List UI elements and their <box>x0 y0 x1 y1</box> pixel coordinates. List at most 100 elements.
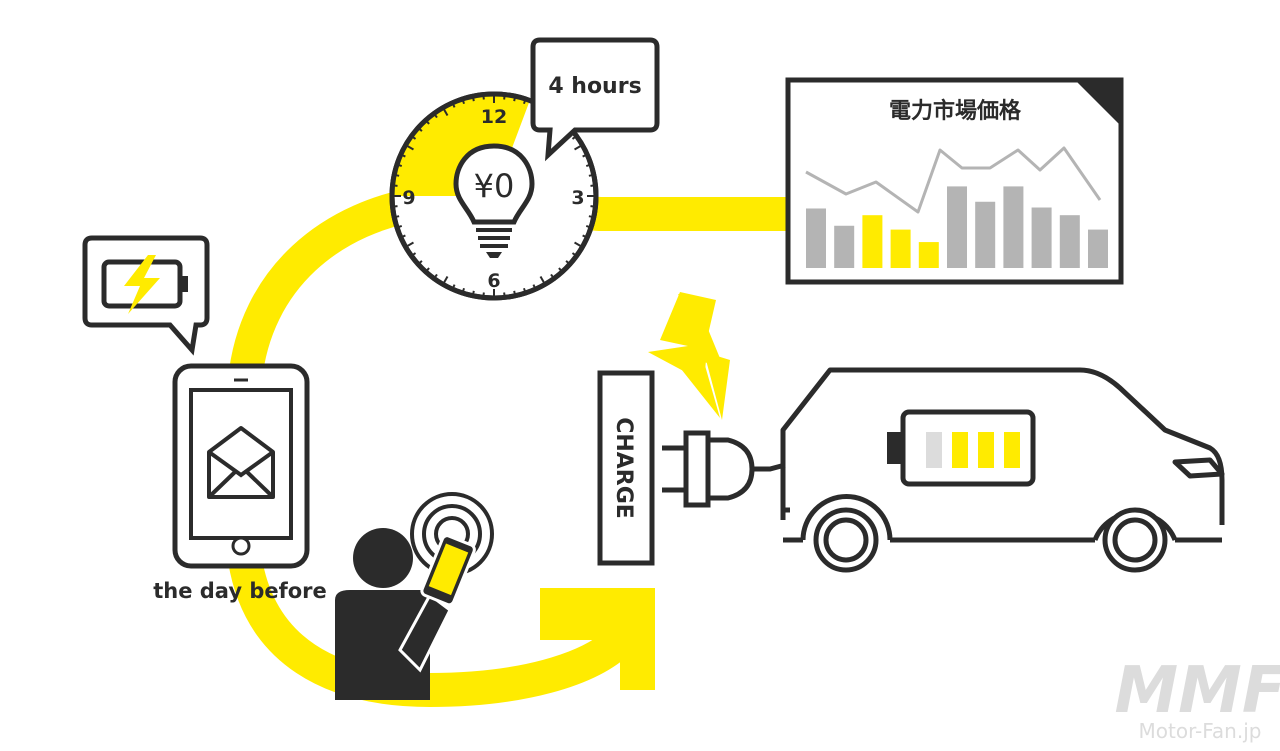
clock-tick <box>433 273 438 280</box>
price-bars <box>806 186 1108 268</box>
clock-tick <box>392 205 398 208</box>
clock-tick <box>394 215 400 219</box>
clock-tick <box>523 98 527 105</box>
clock-tick <box>400 153 406 158</box>
clock-tick <box>582 153 588 158</box>
clock-tick <box>433 112 438 119</box>
clock-tick <box>590 184 596 187</box>
clock-label-3: 3 <box>571 187 584 209</box>
clock-tick <box>582 234 588 239</box>
car-body-outline <box>780 367 1225 525</box>
clock-tick <box>571 135 578 140</box>
clock-tick <box>392 184 398 187</box>
electric-car <box>780 367 1225 573</box>
watermark-site: Motor-Fan.jp <box>1139 719 1262 743</box>
watermark-logo: MMF <box>1114 654 1280 728</box>
hours-bubble: 4 hours <box>530 37 660 162</box>
clock-tick <box>471 96 475 102</box>
battery-bubble <box>82 235 210 356</box>
battery-cell <box>978 432 994 468</box>
price-chart: 電力市場価格 <box>785 77 1124 285</box>
price-bar <box>1059 215 1080 268</box>
clock-tick <box>405 241 414 248</box>
envelope-icon <box>207 426 275 499</box>
clock-tick <box>425 267 430 273</box>
clock-tick <box>532 284 537 290</box>
clock-tick <box>585 163 592 167</box>
price-bar <box>862 215 883 268</box>
clock-tick <box>394 173 400 177</box>
clock-tick <box>400 234 406 239</box>
phone-caption: the day before <box>153 579 327 603</box>
clock-tick <box>588 173 594 177</box>
clock-tick <box>396 163 403 167</box>
price-bar <box>918 242 939 268</box>
hours-bubble-text: 4 hours <box>548 74 641 99</box>
clock-tick <box>396 225 403 229</box>
price-bar <box>1003 186 1024 268</box>
clock-tick <box>574 144 583 151</box>
person-body <box>335 590 430 700</box>
battery-cell <box>926 432 942 468</box>
clock-tick <box>571 252 578 257</box>
price-bar <box>947 186 967 268</box>
charger: CHARGE <box>597 370 655 566</box>
smartphone-icon <box>420 534 476 607</box>
clock-tick <box>558 267 563 273</box>
chart-corner-fold <box>1075 80 1121 126</box>
price-bar <box>1031 207 1052 268</box>
clock-tick <box>442 276 449 285</box>
watermark: MMF Motor-Fan.jp <box>1114 654 1280 743</box>
price-bar <box>890 229 911 268</box>
clock-tick <box>442 107 449 116</box>
clock-tick <box>588 215 594 219</box>
person-head <box>353 528 413 588</box>
clock-tick <box>425 119 430 125</box>
clock-tick <box>417 260 423 265</box>
clock-tick <box>451 284 456 290</box>
clock-label-9: 9 <box>402 187 415 209</box>
clock-tick <box>405 144 414 151</box>
clock-label-6: 6 <box>487 270 500 292</box>
tablet-device <box>172 363 310 569</box>
price-trend-line <box>805 146 1102 214</box>
battery-cell <box>1004 432 1020 468</box>
clock-tick <box>550 273 555 280</box>
clock-tick <box>461 287 465 294</box>
clock-tick <box>482 94 485 100</box>
battery-cell <box>952 432 968 468</box>
car-battery-indicator <box>887 409 1036 487</box>
person-figure <box>335 492 494 700</box>
clock-tick <box>539 276 546 285</box>
clock-tick <box>410 252 417 257</box>
flow-arrow-head <box>540 588 655 690</box>
clock-tick <box>451 102 456 108</box>
clock-tick <box>471 290 475 296</box>
clock-tick <box>513 290 517 296</box>
clock-label-12: 12 <box>481 106 507 128</box>
lightning-icon <box>124 255 160 314</box>
price-bar <box>975 201 996 268</box>
lightbulb-icon <box>453 143 535 258</box>
clock-tick <box>523 287 527 294</box>
car-headlight <box>1172 457 1225 479</box>
home-button <box>231 536 251 556</box>
clock-tick <box>482 292 485 298</box>
clock-tick <box>585 225 592 229</box>
price-bar <box>1088 229 1108 268</box>
person-arm <box>398 592 452 673</box>
clock-tick <box>461 98 465 105</box>
charger-label: CHARGE <box>611 417 636 519</box>
price-bar <box>834 225 855 268</box>
clock-tick <box>410 135 417 140</box>
clock-tick <box>503 292 506 298</box>
price-bar <box>806 208 826 268</box>
clock-tick <box>417 127 423 132</box>
clock-tick <box>503 94 506 100</box>
plug-icon <box>662 430 786 508</box>
clock-tick <box>565 260 571 265</box>
clock-tick <box>574 241 583 248</box>
price-chart-title: 電力市場価格 <box>889 98 1022 124</box>
clock-tick <box>513 96 517 102</box>
